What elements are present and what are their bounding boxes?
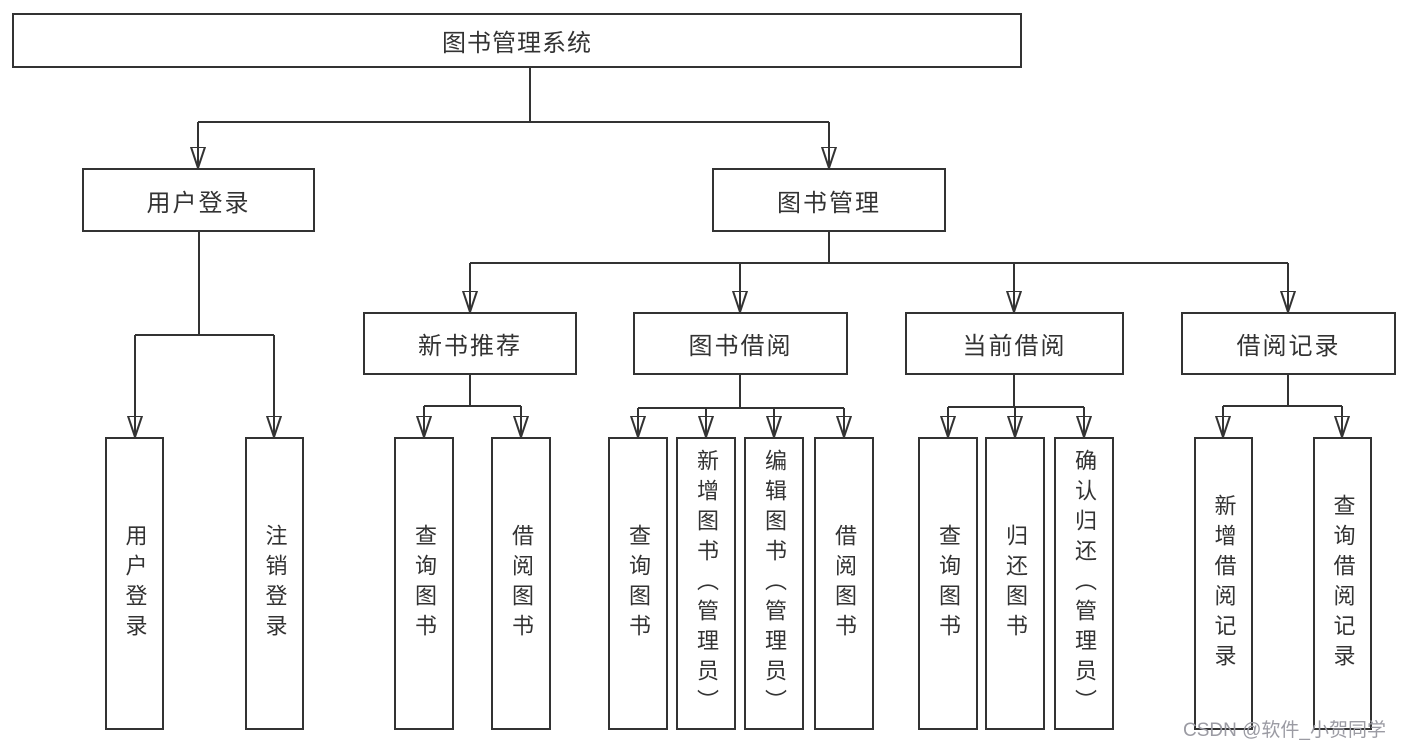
leaf-add-borrow-record-label: 新增借阅记录 — [1211, 493, 1237, 674]
leaf-add-borrow-record: 新增借阅记录 — [1194, 437, 1253, 730]
node-root: 图书管理系统 — [12, 13, 1022, 68]
node-new-book-recommend: 新书推荐 — [363, 312, 577, 375]
leaf-user-login: 用户登录 — [105, 437, 164, 730]
leaf-query-book-under-borrow: 查询图书 — [608, 437, 668, 730]
node-borrow-records-label: 借阅记录 — [1236, 333, 1341, 360]
leaf-add-book-admin-label: 新增图书（管理员） — [694, 448, 719, 719]
node-book-management-label: 图书管理 — [777, 189, 881, 217]
leaf-confirm-return-admin: 确认归还（管理员） — [1054, 437, 1114, 730]
leaf-query-borrow-record-label: 查询借阅记录 — [1330, 493, 1356, 674]
leaf-query-borrow-record: 查询借阅记录 — [1313, 437, 1372, 730]
node-root-label: 图书管理系统 — [442, 30, 592, 57]
node-current-borrow-label: 当前借阅 — [962, 333, 1067, 360]
leaf-edit-book-admin-label: 编辑图书（管理员） — [762, 448, 787, 719]
leaf-borrow-book-under-recommend-label: 借阅图书 — [509, 523, 534, 644]
leaf-borrow-book-under-borrow-label: 借阅图书 — [832, 523, 857, 644]
leaf-borrow-book-under-borrow: 借阅图书 — [814, 437, 874, 730]
leaf-query-book-under-borrow-label: 查询图书 — [626, 523, 651, 644]
leaf-query-book-under-current-label: 查询图书 — [936, 523, 961, 644]
leaf-borrow-book-under-recommend: 借阅图书 — [491, 437, 551, 730]
node-new-book-recommend-label: 新书推荐 — [418, 333, 522, 360]
leaf-query-book-under-current: 查询图书 — [918, 437, 978, 730]
leaf-logout: 注销登录 — [245, 437, 304, 730]
leaf-confirm-return-admin-label: 确认归还（管理员） — [1072, 448, 1097, 719]
node-book-management: 图书管理 — [712, 168, 946, 232]
node-user-login-label: 用户登录 — [146, 189, 251, 217]
leaf-return-book: 归还图书 — [985, 437, 1045, 730]
leaf-user-login-label: 用户登录 — [122, 523, 148, 644]
leaf-add-book-admin: 新增图书（管理员） — [676, 437, 736, 730]
leaf-logout-label: 注销登录 — [262, 523, 288, 644]
node-book-borrow: 图书借阅 — [633, 312, 848, 375]
watermark: CSDN @软件_小贺同学 — [1183, 720, 1386, 741]
node-current-borrow: 当前借阅 — [905, 312, 1124, 375]
leaf-query-book-under-recommend: 查询图书 — [394, 437, 454, 730]
leaf-query-book-under-recommend-label: 查询图书 — [412, 523, 437, 644]
leaf-edit-book-admin: 编辑图书（管理员） — [744, 437, 804, 730]
node-book-borrow-label: 图书借阅 — [688, 333, 793, 360]
node-borrow-records: 借阅记录 — [1181, 312, 1396, 375]
node-user-login: 用户登录 — [82, 168, 315, 232]
leaf-return-book-label: 归还图书 — [1003, 523, 1028, 644]
